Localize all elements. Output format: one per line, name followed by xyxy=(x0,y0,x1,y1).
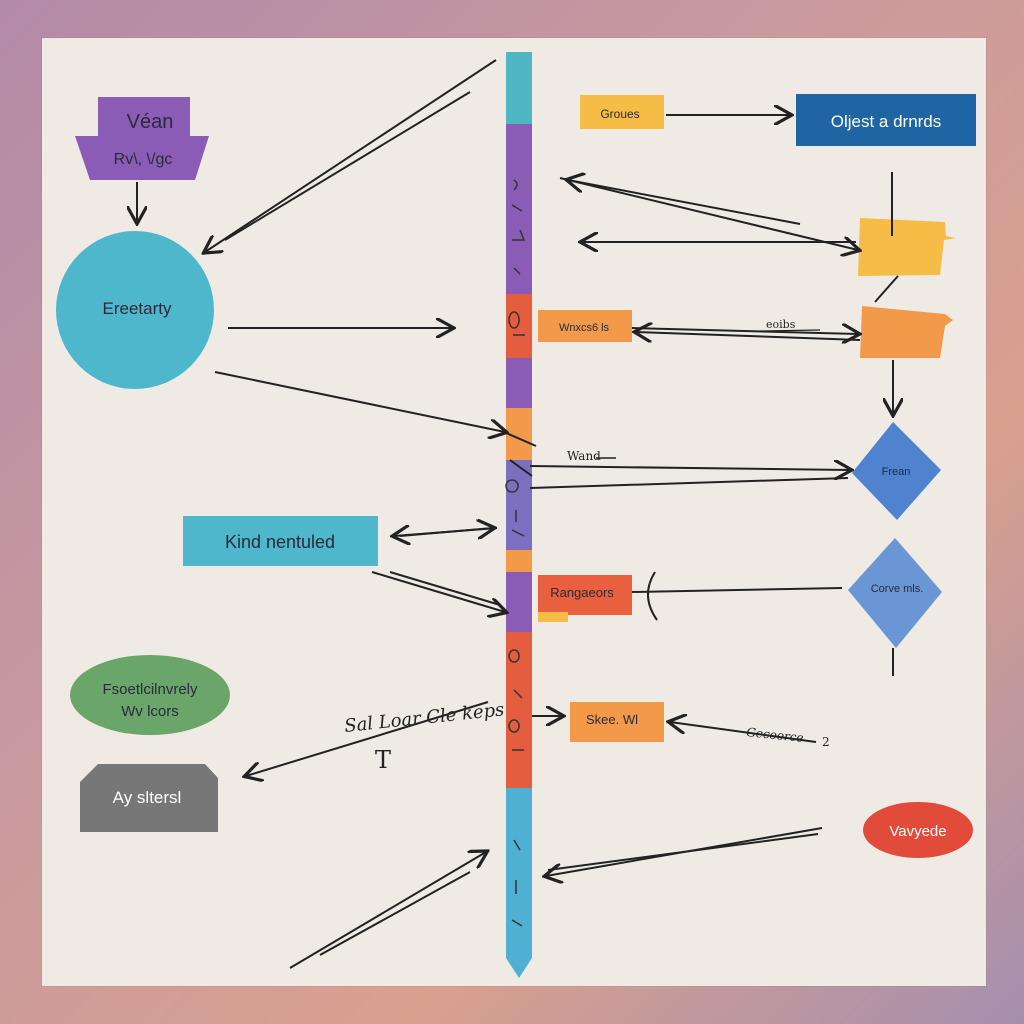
green-ellipse-line1: Fsoetlcilnvrely xyxy=(102,681,198,698)
vean-bottom-label: Rv\, \/gc xyxy=(114,151,173,168)
blue-object-label: Oljest a drnrds xyxy=(831,112,942,131)
yellow-groues-label: Groues xyxy=(600,107,639,121)
number-two-label: 2 xyxy=(822,735,830,749)
vean-node[interactable]: Véan Rv\, \/gc xyxy=(75,97,209,180)
green-ellipse-node[interactable]: Fsoetlcilnvrely Wv lcors xyxy=(70,655,230,735)
connectors xyxy=(205,59,898,969)
green-ellipse-line2: Wv lcors xyxy=(121,703,179,720)
gray-node-label: Ay sltersl xyxy=(113,788,182,807)
ranguses-node[interactable]: Rangaeors xyxy=(538,575,632,622)
diamond-bottom-label: Corve mls. xyxy=(871,583,924,595)
gray-node[interactable]: Ay sltersl xyxy=(80,764,218,832)
yellow-groues-node[interactable]: Groues xyxy=(580,95,664,129)
skee-node[interactable]: Skee. Wl xyxy=(570,702,664,742)
kind-nentuled-label: Kind nentuled xyxy=(225,532,335,552)
eoibs-label: eoibs xyxy=(766,318,796,331)
red-ellipse-node[interactable]: Vavyede xyxy=(863,802,973,858)
ranguses-label: Rangaeors xyxy=(550,585,614,600)
red-ellipse-label: Vavyede xyxy=(889,823,946,840)
central-spine xyxy=(505,52,532,978)
diamond-top-node[interactable]: Frean xyxy=(852,422,941,520)
gecoorce-label: Gecoorce xyxy=(746,725,805,745)
diamond-top-label: Frean xyxy=(882,466,911,478)
sal-loar-label: Sal Loar Cle keps xyxy=(343,699,505,737)
circle-label: Ereetarty xyxy=(103,299,172,318)
eoibs-underline xyxy=(759,329,821,332)
yellow-sticky-node[interactable] xyxy=(858,218,956,276)
diamond-bottom-node[interactable]: Corve mls. xyxy=(848,538,942,648)
kind-nentuled-node[interactable]: Kind nentuled xyxy=(183,516,378,566)
t-mark: T xyxy=(375,746,391,774)
wand-label: Wand xyxy=(567,449,601,463)
circle-node[interactable]: Ereetarty xyxy=(56,231,214,389)
vean-top-label: Véan xyxy=(127,111,174,133)
orange-mid-label: Wnxcs6 ls xyxy=(559,322,610,334)
skee-label: Skee. Wl xyxy=(586,712,638,727)
orange-sticky-node[interactable] xyxy=(860,306,953,358)
orange-mid-node[interactable]: Wnxcs6 ls xyxy=(538,310,632,342)
blue-object-node[interactable]: Oljest a drnrds xyxy=(796,94,976,146)
